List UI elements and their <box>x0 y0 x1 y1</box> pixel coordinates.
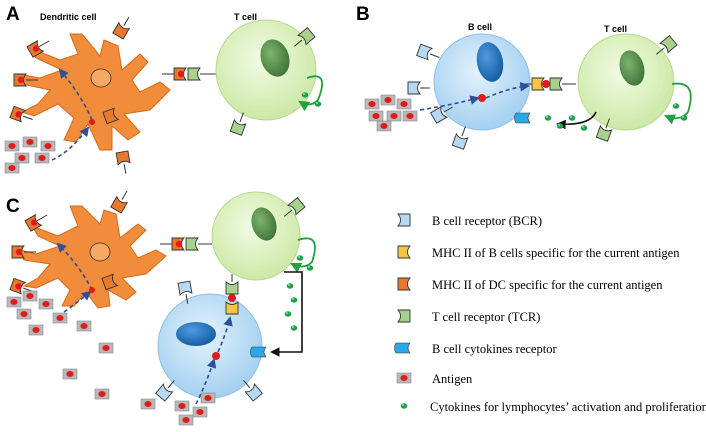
legend-label-mhc-dc: MHC II of DC specific for the current an… <box>432 278 663 292</box>
cytokines-c <box>284 283 298 331</box>
b-cell-c <box>157 293 263 399</box>
legend-label-antigen: Antigen <box>432 372 473 386</box>
panel-b: B B cell T cell <box>356 4 692 150</box>
legend-label-cytokines: Cytokines for lymphocytes’ activation an… <box>430 400 706 414</box>
antigen-icon <box>396 372 412 384</box>
panel-letter-b: B <box>356 4 370 25</box>
legend-item-bcr: B cell receptor (BCR) <box>397 213 542 228</box>
b-cytokine-receptor-b <box>514 112 531 124</box>
b-cell-nucleus-b <box>476 42 504 82</box>
cytokine-receptor-icon <box>394 342 411 354</box>
legend-label-cyt-receptor: B cell cytokines receptor <box>432 342 557 356</box>
t-cell-label-a: T cell <box>234 12 257 22</box>
legend-item-antigen: Antigen <box>396 372 473 386</box>
tcr-engaged-a <box>187 67 201 81</box>
dc-nucleus-c <box>89 242 111 262</box>
dc-nucleus <box>90 68 112 88</box>
t-cell-nucleus-c <box>251 207 277 241</box>
tcr-b-bottom <box>595 118 613 142</box>
bcr-icon <box>397 213 411 227</box>
dendritic-cell-label: Dendritic cell <box>40 12 97 22</box>
legend-item-cyt-receptor: B cell cytokines receptor <box>394 342 557 356</box>
b-cell-b <box>433 33 531 131</box>
panel-letter-c: C <box>6 196 20 217</box>
b-cell-label-b: B cell <box>468 22 492 32</box>
bcrs-b <box>407 43 469 150</box>
tcr-a-bottom <box>229 112 247 136</box>
tcr-c-top <box>284 197 306 217</box>
panel-letter-a: A <box>6 4 20 25</box>
tcr-engaged-c <box>185 237 199 251</box>
legend-item-tcr: T cell receptor (TCR) <box>397 309 540 324</box>
antigens-b <box>364 94 418 132</box>
mhc-dc-icon <box>397 277 411 291</box>
tcr-b-top <box>656 35 678 55</box>
panel-c: C <box>6 190 316 426</box>
tcr-a-top <box>294 27 316 47</box>
t-cell-nucleus-a <box>260 39 290 77</box>
panel-a: A Dendritic cell T cell <box>4 4 323 174</box>
legend-label-tcr: T cell receptor (TCR) <box>432 310 540 324</box>
antigens-a <box>4 136 56 174</box>
bcrs-c <box>155 280 263 402</box>
dc-mhc-molecules <box>9 16 187 174</box>
t-cell-label-b: T cell <box>604 24 627 34</box>
cytokine-icon <box>400 403 408 409</box>
t-cell-c <box>211 191 301 281</box>
b-cell-nucleus-c <box>176 322 216 346</box>
legend-item-cytokines: Cytokines for lymphocytes’ activation an… <box>400 400 706 414</box>
mhc-b-icon <box>397 245 411 259</box>
legend-item-mhc-b: MHC II of B cells specific for the curre… <box>397 245 680 260</box>
tcr-icon <box>397 309 411 323</box>
legend: B cell receptor (BCR) MHC II of B cells … <box>394 213 706 414</box>
legend-item-mhc-dc: MHC II of DC specific for the current an… <box>397 277 663 292</box>
synapse-c <box>225 274 239 315</box>
dc-mhc-molecules-c <box>9 190 185 295</box>
legend-label-mhc-b: MHC II of B cells specific for the curre… <box>432 246 680 260</box>
b-cytokine-receptor-c <box>250 346 267 358</box>
t-cell-nucleus-b <box>619 50 645 86</box>
legend-label-bcr: B cell receptor (BCR) <box>432 214 542 228</box>
t-cell-b <box>577 33 675 131</box>
